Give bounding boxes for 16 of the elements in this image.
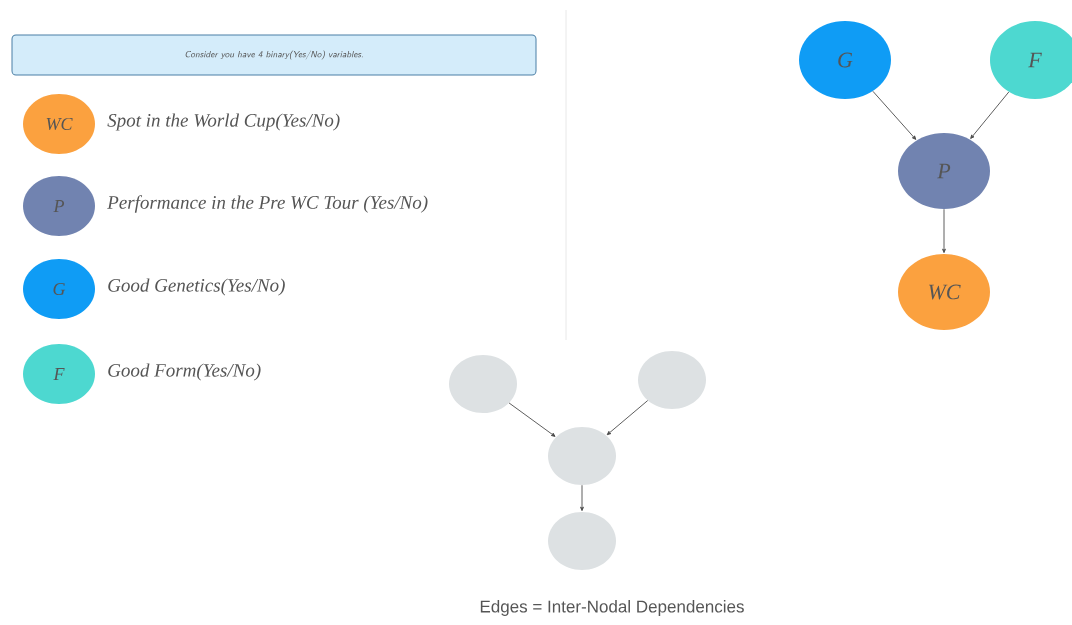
caption: Edges = Inter-Nodal Dependencies: [480, 600, 744, 616]
empty-circle: [449, 355, 517, 413]
arrow: [580, 484, 584, 512]
arrow: [942, 208, 946, 254]
empty-circle: [638, 351, 706, 409]
arrow: [508, 402, 556, 437]
empty-circle: [548, 512, 616, 570]
variable-description: Good Form(Yes/No): [108, 363, 261, 381]
arrow: [606, 400, 649, 436]
arrow: [970, 91, 1010, 139]
arrow: [872, 90, 917, 140]
variable-description: Good Genetics(Yes/No): [108, 278, 285, 296]
variable-description: Performance in the Pre WC Tour (Yes/No): [107, 195, 428, 213]
empty-circle: [548, 427, 616, 485]
info-banner: Consider you have 4 binary(Yes/No) variables.: [11, 34, 537, 76]
variable-description: Spot in the World Cup(Yes/No): [107, 113, 340, 131]
